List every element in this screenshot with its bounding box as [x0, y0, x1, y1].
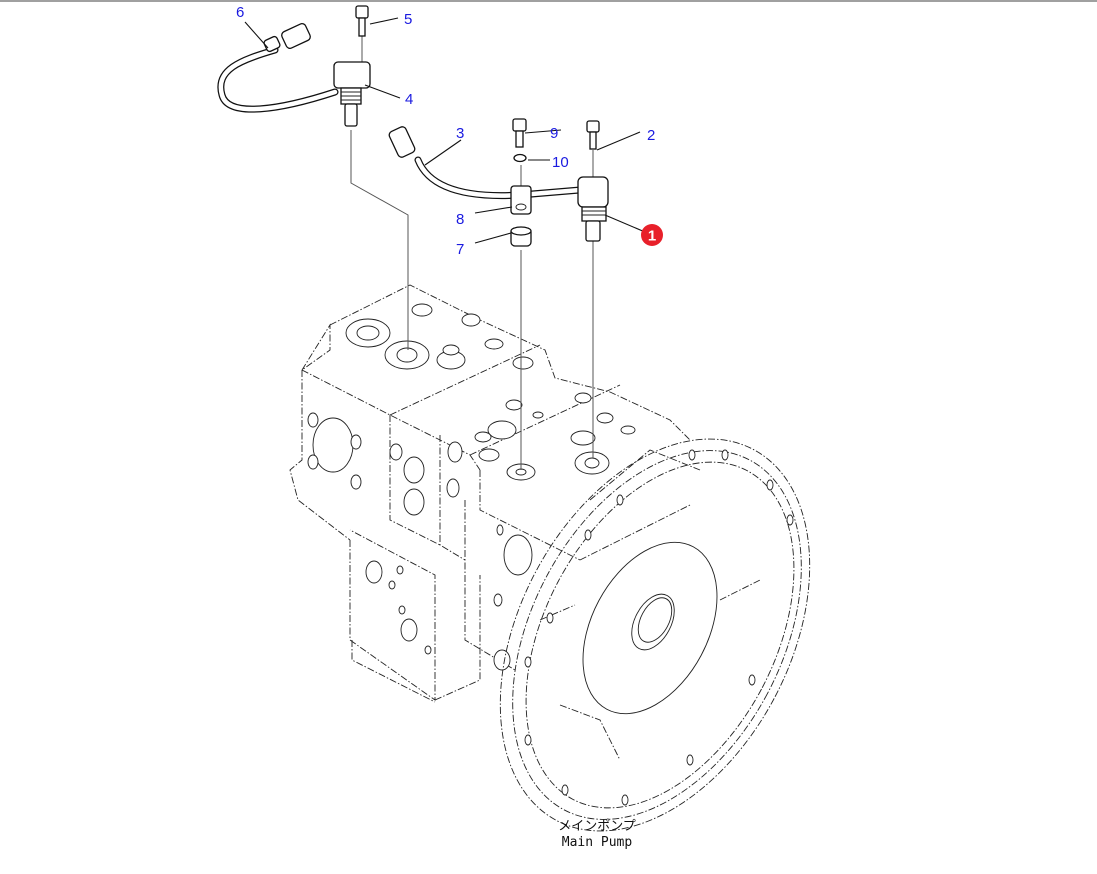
- callout-3[interactable]: 3: [456, 125, 464, 142]
- highlight-badge: [641, 224, 663, 246]
- callout-10[interactable]: 10: [552, 154, 569, 171]
- caption-japanese: メインポンプ: [558, 819, 636, 834]
- flywheel-housing: [499, 438, 811, 832]
- callout-2[interactable]: 2: [647, 127, 655, 144]
- callout-6[interactable]: 6: [236, 4, 244, 21]
- callout-1-highlighted[interactable]: 1: [641, 224, 663, 246]
- callout-9[interactable]: 9: [550, 125, 558, 142]
- assembly-axis-lines: [350, 30, 594, 470]
- leader-lines: [244, 17, 646, 244]
- callout-1[interactable]: 1: [648, 228, 656, 245]
- main-pump-body: [289, 284, 691, 703]
- callout-5[interactable]: 5: [404, 11, 412, 28]
- part-4-sensor-harness: [217, 5, 371, 127]
- callout-7[interactable]: 7: [456, 241, 464, 258]
- top-border: [0, 0, 1097, 2]
- callout-8[interactable]: 8: [456, 211, 464, 228]
- caption-english: Main Pump: [562, 835, 633, 850]
- part-1-sensor-harness: [388, 118, 609, 247]
- callout-4[interactable]: 4: [405, 91, 413, 108]
